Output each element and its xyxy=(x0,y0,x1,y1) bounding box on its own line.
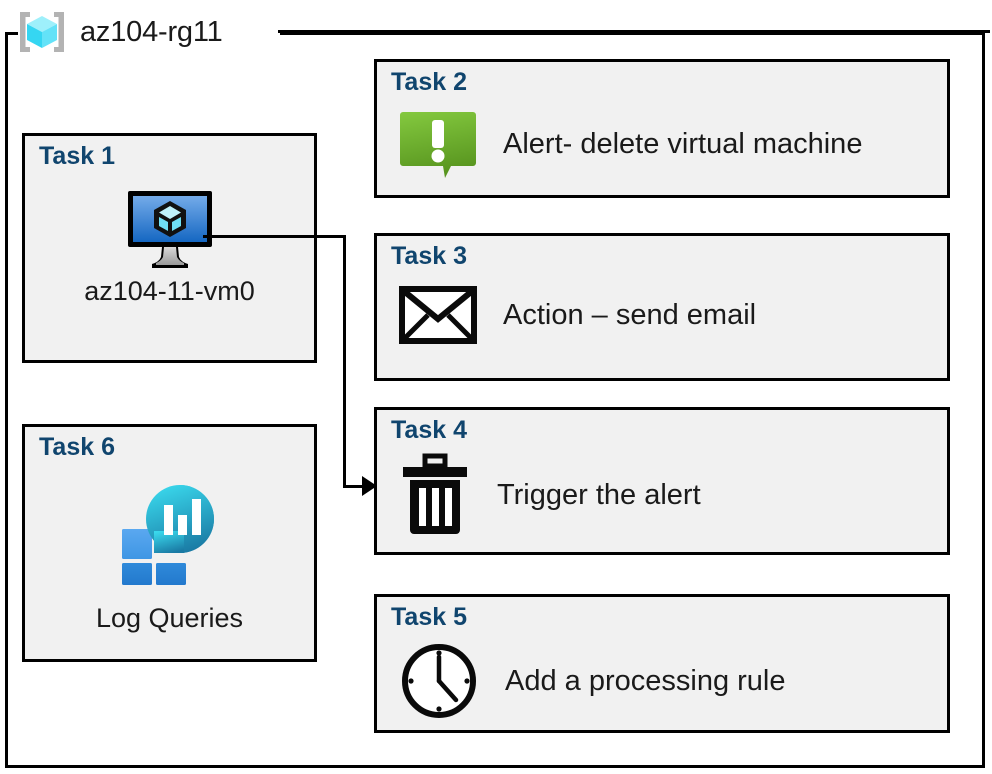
task-2-title: Task 2 xyxy=(391,68,467,96)
task-card-3[interactable]: Task 3 Action – send email xyxy=(374,233,950,381)
task-card-2[interactable]: Task 2 Alert- delete virtual machine xyxy=(374,59,950,198)
task-6-label: Log Queries xyxy=(95,603,244,633)
task-1-label: az104-11-vm0 xyxy=(84,276,255,306)
task-4-label: Trigger the alert xyxy=(497,478,701,511)
task-1-icon-wrap xyxy=(25,188,314,270)
alert-exclamation-icon xyxy=(399,108,477,180)
task-6-title: Task 6 xyxy=(39,433,115,461)
resource-group-name: az104-rg11 xyxy=(80,15,223,48)
connector-segment-horizontal-bottom xyxy=(343,485,365,488)
task-card-1[interactable]: Task 1 xyxy=(22,133,317,363)
task-2-row: Alert- delete virtual machine xyxy=(399,108,937,180)
task-card-6[interactable]: Task 6 xyxy=(22,424,317,662)
task-3-title: Task 3 xyxy=(391,242,467,270)
clock-icon xyxy=(399,641,479,721)
task-5-row: Add a processing rule xyxy=(399,641,937,721)
task-card-5[interactable]: Task 5 Add a processing rule xyxy=(374,594,950,733)
virtual-machine-icon xyxy=(124,188,216,270)
connector-segment-vertical xyxy=(343,235,346,488)
task-3-row: Action – send email xyxy=(399,286,937,344)
resource-group-header: az104-rg11 xyxy=(14,6,223,58)
task-4-row: Trigger the alert xyxy=(399,453,937,536)
task-3-label: Action – send email xyxy=(503,298,757,331)
log-analytics-icon xyxy=(114,479,226,587)
header-rule xyxy=(278,30,990,33)
task-4-title: Task 4 xyxy=(391,416,467,444)
task-5-title: Task 5 xyxy=(391,603,467,631)
connector-segment-horizontal-top xyxy=(203,235,346,238)
task-card-4[interactable]: Task 4 Trigger the alert xyxy=(374,407,950,555)
task-2-label: Alert- delete virtual machine xyxy=(503,127,863,160)
envelope-icon xyxy=(399,286,477,344)
trash-can-icon xyxy=(399,453,471,536)
task-6-icon-wrap xyxy=(25,479,314,587)
connector-arrowhead-icon xyxy=(362,476,377,496)
task-5-label: Add a processing rule xyxy=(505,664,786,697)
azure-resource-group-icon xyxy=(14,9,70,55)
task-1-title: Task 1 xyxy=(39,142,115,170)
